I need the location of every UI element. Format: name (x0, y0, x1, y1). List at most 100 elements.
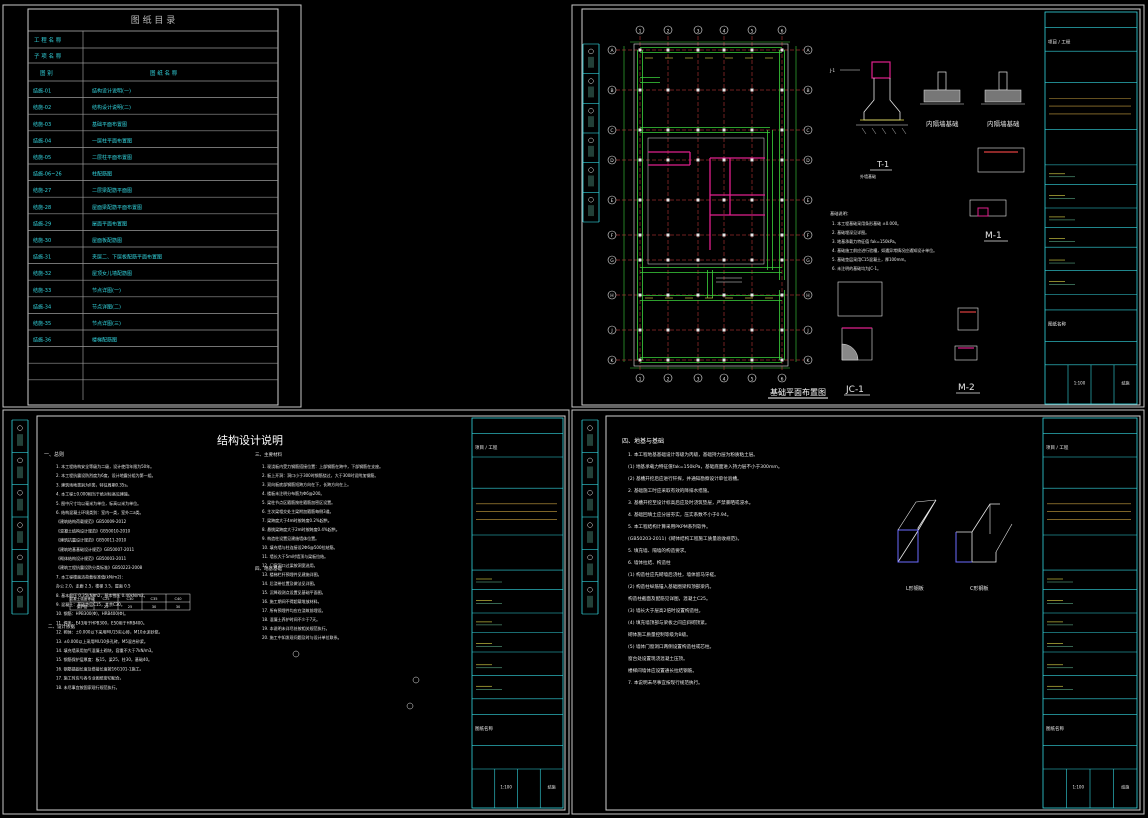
note-line-col1: 7. 本工程楼面活荷载标准值(kN/m2)： (56, 573, 125, 579)
revision-marker (588, 167, 594, 173)
design-notes-title: 结构设计说明 (217, 433, 283, 447)
column-mark (666, 328, 670, 332)
axis-bubble (607, 230, 617, 240)
column-mark (666, 158, 670, 162)
axis-bubble (803, 155, 813, 165)
note-line-col1: 17. 施工时应与各专业图纸密切配合。 (56, 675, 124, 681)
column-mark (638, 358, 642, 362)
index-row-no: 结施-31 (33, 254, 51, 261)
column-mark (750, 128, 754, 132)
column-mark (780, 88, 784, 92)
column-mark (780, 128, 784, 132)
column-mark (780, 48, 784, 52)
detail-label-outer: 外墙基础 (860, 173, 876, 179)
axis-label-left: D (610, 158, 614, 164)
note-line-col1: 4. 本工程±0.000相当于绝对标高见建施。 (56, 491, 132, 497)
column-mark (696, 328, 700, 332)
foundation-note-line: (1) 地基承载力特征值fak=150kPa，基础底面进入持力层不小于300mm… (628, 463, 783, 470)
foundation-note-line: 5. 本工程结构计算采用PKPM系列软件。 (628, 523, 711, 530)
column-mark (638, 158, 642, 162)
revision-marker (587, 490, 593, 496)
column-mark (780, 328, 784, 332)
note-line-col1: 14. 填充墙采用加气混凝土砌块，容重不大于7kN/m3。 (56, 647, 155, 653)
axis-bubble (747, 25, 757, 35)
note-line-col1: 15. 钢筋保护层厚度：板15，梁25，柱30，基础40。 (56, 656, 152, 662)
axis-bubble (607, 155, 617, 165)
axis-bubble (607, 45, 617, 55)
revision-marker (587, 522, 593, 528)
index-row-name: 节点详图(三) (92, 320, 121, 327)
column-mark (722, 198, 726, 202)
index-row-name: 屋面板配筋图 (92, 237, 122, 244)
column-mark (750, 258, 754, 262)
axis-label-right: F (807, 233, 810, 239)
foundation-notes-title: 基础说明： (830, 210, 851, 217)
note-line-col2: 12. 门窗洞口过梁按洞宽选用。 (262, 562, 318, 568)
axis-label-left: C (610, 128, 613, 134)
index-row-no: 结施-36 (33, 337, 51, 344)
foundation-note: 4. 基础施工前应进行验槽，如遇异常情况应通知设计单位。 (832, 247, 937, 253)
column-mark (638, 328, 642, 332)
table-cell: 30 (152, 605, 157, 609)
note-line-col2: 6. 主次梁相交处主梁附加箍筋每侧3道。 (262, 508, 334, 514)
axis-bubble (607, 255, 617, 265)
index-row-name: 柱配筋图 (92, 171, 112, 178)
column-mark (722, 48, 726, 52)
foundation-note: 5. 基础垫层采用C15混凝土，厚100mm。 (832, 256, 908, 262)
axis-bubble (635, 373, 645, 383)
column-mark (638, 258, 642, 262)
figure-label-c: C形钢板 (970, 585, 989, 592)
foundation-note: 2. 基础埋深见详图。 (832, 229, 869, 235)
column-mark (696, 88, 700, 92)
note-line-col1: 1. 本工程结构安全等级为二级，设计使用年限为50年。 (56, 463, 154, 469)
axis-bubble (803, 290, 813, 300)
note-line-col2: 19. 本说明未详尽处按相关规范执行。 (262, 625, 330, 631)
title-block-drawing: 图纸名称 (1046, 725, 1064, 732)
note-line-col2: 7. 梁跨度大于4m时按跨度0.2%起拱。 (262, 517, 332, 523)
index-row-name: 屋顶女儿墙配筋图 (92, 270, 132, 277)
axis-label-left: A (610, 48, 614, 54)
axis-label-bottom: 6 (781, 377, 784, 383)
column-mark (722, 258, 726, 262)
axis-bubble (777, 25, 787, 35)
section-title-j1: J-1 (829, 68, 835, 73)
foundation-note-line: 4. 基础回填土应分层夯实，压实系数不小于0.94。 (628, 511, 731, 518)
note-line-col2: 2. 板上开洞：洞口小于300时钢筋绕过，大于300时设附加钢筋。 (262, 472, 378, 478)
revision-marker (588, 108, 594, 114)
table-header: C25 (102, 597, 109, 601)
note-line-col2: 8. 悬挑梁跨度大于2m时按跨度0.4%起拱。 (262, 526, 340, 532)
revision-marker (17, 490, 23, 496)
table-header: C35 (150, 597, 157, 601)
notes-section: 二、设计依据 (48, 623, 75, 630)
foundation-plan-title: 基础平面布置图 (770, 387, 826, 397)
axis-label-left: B (610, 88, 613, 94)
revision-marker (17, 522, 23, 528)
subproject-name-label: 子 项 名 称 (34, 52, 62, 60)
index-row-name: 节点详图(二) (92, 303, 121, 310)
note-line-col1: 《建筑抗震设计规范》GB50011-2010 (56, 537, 127, 543)
foundation-note-line: (3) 墙长大于层高2倍时设置构造柱。 (628, 607, 703, 614)
index-row-no: 结施-01 (33, 88, 51, 95)
revision-marker (587, 554, 593, 561)
axis-bubble (607, 195, 617, 205)
note-line-col1: 3. 建筑场地类别为II类，特征周期0.35s。 (56, 481, 130, 487)
revision-marker (587, 425, 593, 431)
index-row-name: 楼梯配筋图 (92, 337, 117, 344)
axis-label-top: 4 (723, 29, 726, 35)
index-row-no: 结施-29 (33, 220, 51, 227)
revision-marker (588, 197, 594, 203)
axis-label-left: K (611, 358, 615, 364)
index-row-name: 节点详图(一) (92, 287, 121, 294)
column-mark (696, 158, 700, 162)
column-mark (638, 88, 642, 92)
column-mark (638, 198, 642, 202)
note-line-col2: 15. 沉降观测点设置见基础平面图。 (262, 589, 326, 595)
axis-label-top: 6 (781, 29, 784, 35)
foundation-note-line: 7. 本说明未尽事宜按现行规范执行。 (628, 679, 703, 686)
note-line-col1: 《建筑结构荷载规范》GB50009-2012 (56, 518, 127, 524)
column-mark (722, 128, 726, 132)
column-mark (638, 128, 642, 132)
column-mark (696, 293, 700, 297)
